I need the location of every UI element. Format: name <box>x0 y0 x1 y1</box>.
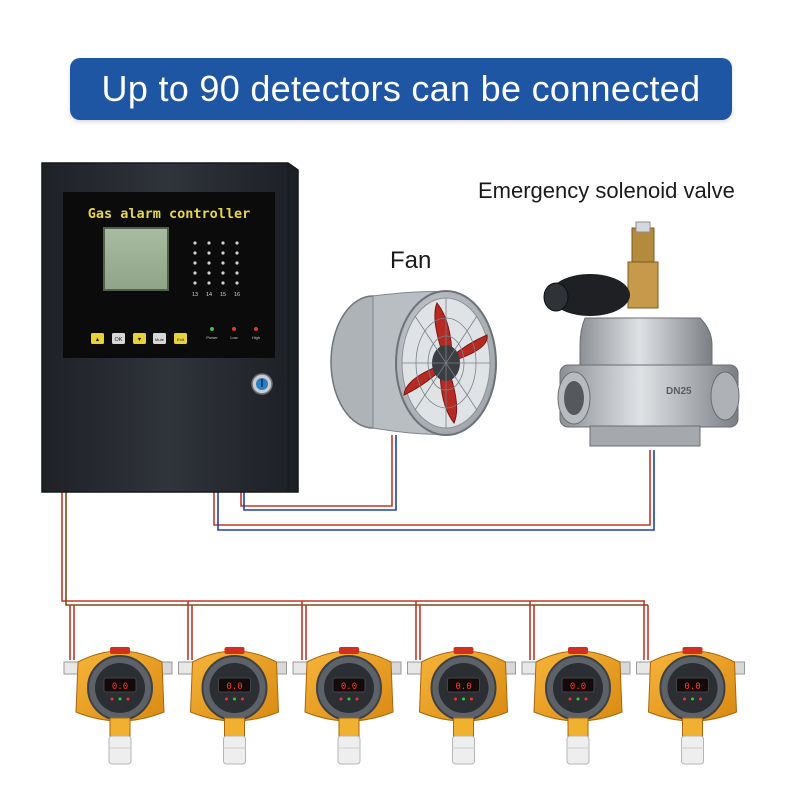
mute-button-label: Mute <box>155 337 165 342</box>
wire-bus-red <box>61 492 645 602</box>
low-alarm-led <box>232 327 236 331</box>
exit-button[interactable] <box>174 333 187 344</box>
alarm-led <box>568 697 572 701</box>
alarm-led <box>225 697 228 701</box>
gas-detector: 0.0 <box>636 647 745 765</box>
high-label: High <box>252 335 260 340</box>
fault-led <box>470 697 473 701</box>
high-alarm-led <box>254 327 258 331</box>
fault-led <box>126 697 130 701</box>
wire-fan-blue <box>243 435 397 511</box>
channel-label: 15 <box>220 292 226 298</box>
mute-button[interactable] <box>153 333 166 344</box>
fault-led <box>241 697 244 701</box>
fan-label: Fan <box>390 247 432 274</box>
gas-detector: 0.0 <box>521 647 631 765</box>
detector-reading: 0.0 <box>455 682 471 692</box>
alarm-led <box>683 697 686 701</box>
gas-alarm-controller: Gas alarm controller 13 14 15 16 ▲ OK ▼ … <box>41 162 299 493</box>
gas-detector: 0.0 <box>407 647 516 765</box>
down-button-label: ▼ <box>137 337 142 343</box>
detector-reading: 0.0 <box>226 682 242 692</box>
detector-reading: 0.0 <box>341 682 357 692</box>
detector-row: 0.0 0.0 0.0 0.0 0.0 0.0 <box>63 647 745 765</box>
wire-bus-brown <box>65 492 648 606</box>
low-label: Low <box>230 335 237 340</box>
fault-led <box>699 697 702 701</box>
channel-label: 14 <box>206 292 212 298</box>
power-led <box>691 697 694 701</box>
alarm-led <box>339 697 343 701</box>
lcd-screen <box>103 227 169 291</box>
channel-label: 16 <box>234 292 240 298</box>
solenoid-valve: DN25 <box>543 221 740 447</box>
ok-button[interactable] <box>112 333 125 344</box>
power-led <box>576 697 580 701</box>
fault-led <box>355 697 359 701</box>
detector-reading: 0.0 <box>112 682 128 692</box>
power-led <box>233 697 236 701</box>
power-led <box>462 697 465 701</box>
valve-label: Emergency solenoid valve <box>478 178 735 203</box>
status-indicators: Power Low High <box>206 327 260 340</box>
exit-button-label: Exit <box>177 337 185 342</box>
key-lock-icon <box>251 373 273 395</box>
alarm-led <box>454 697 457 701</box>
controller-title: Gas alarm controller <box>88 206 251 222</box>
detector-reading: 0.0 <box>570 682 586 692</box>
ok-button-label: OK <box>115 337 123 343</box>
wiring <box>61 435 655 660</box>
wire-valve-red <box>213 450 651 526</box>
valve-brand-text: DN25 <box>666 386 692 397</box>
control-buttons: ▲ OK ▼ Mute Exit <box>91 333 187 344</box>
banner-title: Up to 90 detectors can be connected <box>70 58 732 120</box>
channel-led-grid <box>193 241 239 285</box>
detector-reading: 0.0 <box>684 682 700 692</box>
gas-detector: 0.0 <box>292 647 402 765</box>
wire-fan-red <box>240 435 393 507</box>
axial-fan <box>330 290 497 436</box>
channel-label: 13 <box>192 292 198 298</box>
gas-detector: 0.0 <box>63 647 173 765</box>
power-led <box>210 327 214 331</box>
gas-detector: 0.0 <box>178 647 287 765</box>
fault-led <box>584 697 588 701</box>
power-label: Power <box>206 335 218 340</box>
up-button-label: ▲ <box>95 337 100 343</box>
power-led <box>118 697 122 701</box>
wire-valve-blue <box>217 450 655 531</box>
alarm-led <box>110 697 114 701</box>
down-button[interactable] <box>133 333 146 344</box>
up-button[interactable] <box>91 333 104 344</box>
power-led <box>347 697 351 701</box>
